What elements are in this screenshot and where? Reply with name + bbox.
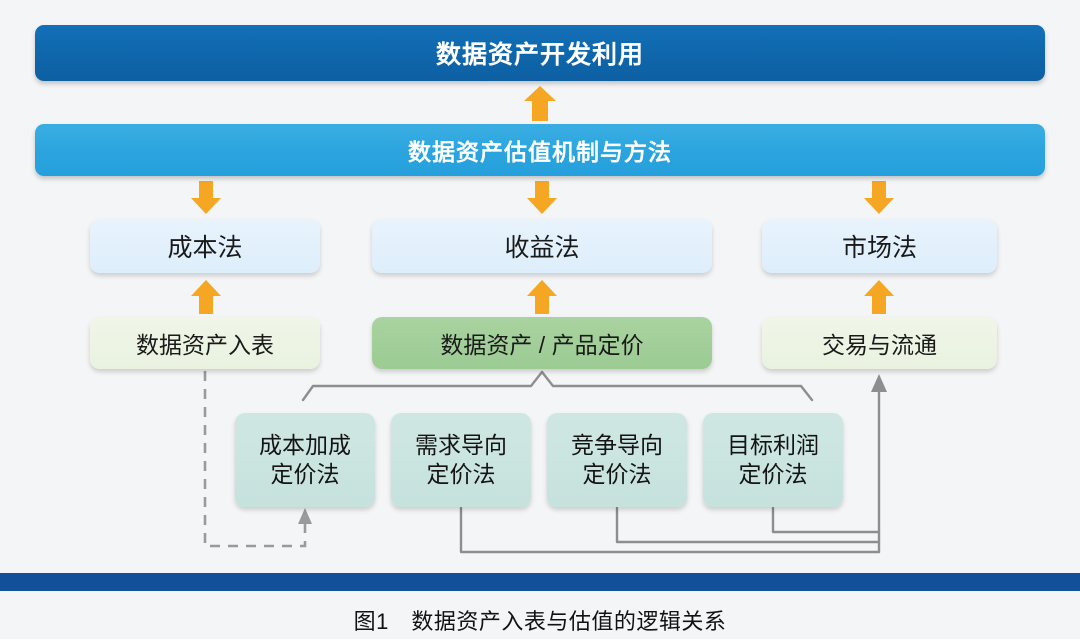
arrow-up-pricing-to-income [527,280,557,314]
box-demand-oriented-pricing: 需求导向 定价法 [391,413,531,507]
pricing-bracket-connector [301,370,814,402]
pricing-label-line1: 需求导向 [415,431,507,458]
arrow-up-asset-table-to-cost [191,280,221,314]
box-target-profit-pricing: 目标利润 定价法 [703,413,843,507]
trade-circulation-arrowhead [871,374,887,392]
pricing-label-line2: 定价法 [738,461,808,487]
box-market-method: 市场法 [762,219,997,273]
pricing-label-line1: 成本加成 [259,431,351,458]
banner-valuation-mechanism: 数据资产估值机制与方法 [35,124,1045,176]
arrow-up-trade-to-market [864,280,894,314]
pricing-label-line2: 定价法 [270,461,340,487]
box-data-asset-product-pricing: 数据资产 / 产品定价 [372,317,712,369]
arrow-up-to-development [524,86,556,121]
box-income-method: 收益法 [372,219,712,273]
box-competition-oriented-pricing: 竞争导向 定价法 [547,413,687,507]
pricing-label-line2: 定价法 [582,461,652,487]
arrow-down-to-income-method [527,181,557,214]
arrow-down-to-market-method [864,181,894,214]
pricing-label-line1: 目标利润 [727,431,819,458]
box-cost-plus-pricing: 成本加成 定价法 [235,413,375,507]
pricing-label-line2: 定价法 [426,461,496,487]
figure-caption: 图1 数据资产入表与估值的逻辑关系 [353,609,727,634]
pricing-label-line1: 竞争导向 [571,431,663,458]
box-trading-and-circulation: 交易与流通 [762,317,997,369]
arrow-down-to-cost-method [191,181,221,214]
box-data-asset-on-balance-sheet: 数据资产入表 [90,317,320,369]
banner-data-asset-development: 数据资产开发利用 [35,25,1045,81]
dashed-feedback-arrowhead [298,508,312,524]
bottom-divider-bar [0,573,1080,591]
box-cost-method: 成本法 [90,219,320,273]
